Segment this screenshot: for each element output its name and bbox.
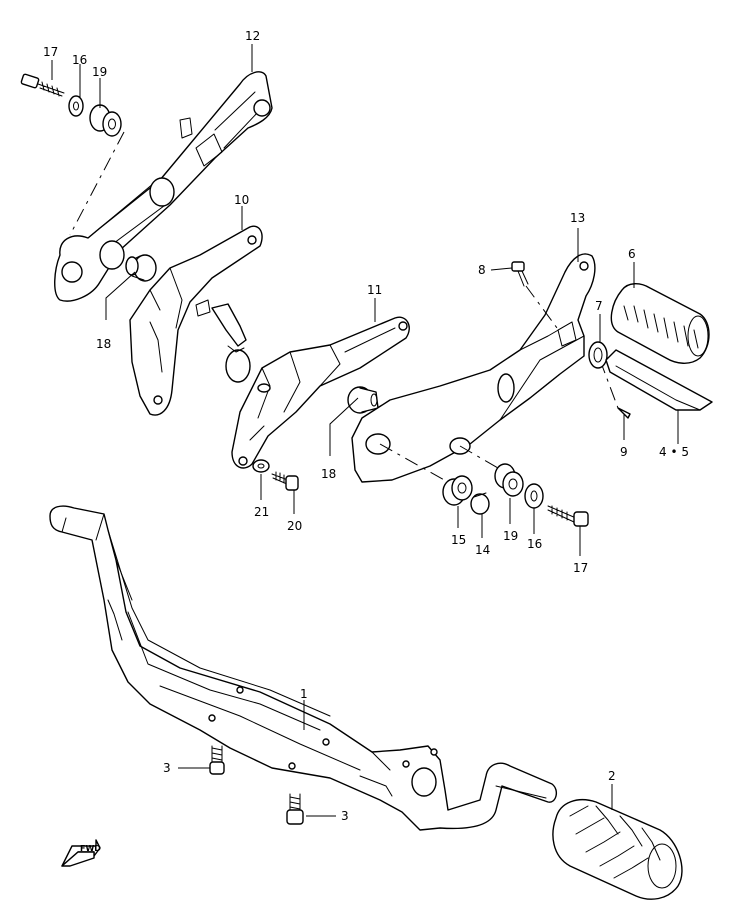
part-10-bracket — [129, 225, 263, 416]
part-12-bracket — [54, 71, 273, 302]
fwd-arrow-icon: FWD — [61, 839, 101, 867]
bolt-3-lower — [286, 793, 304, 825]
callout-16-lower: 16 — [527, 537, 542, 551]
center-line-8 — [525, 285, 561, 333]
bolt-3-upper — [209, 745, 225, 775]
callout-1: 1 — [300, 687, 308, 701]
callout-8: 8 — [478, 263, 486, 277]
callout-6: 6 — [628, 247, 636, 261]
callout-3-upper: 3 — [163, 761, 171, 775]
callout-15: 15 — [451, 533, 466, 547]
callout-17-lower: 17 — [573, 561, 588, 575]
center-line-13c — [599, 359, 619, 409]
callout-16-upper: 16 — [72, 53, 87, 67]
washer-16-upper — [68, 95, 84, 117]
callout-10: 10 — [234, 193, 249, 207]
fwd-label: FWD — [80, 844, 101, 853]
washer-16-lower — [524, 483, 544, 509]
callout-18-upper: 18 — [96, 337, 111, 351]
collar-18-middle — [347, 386, 379, 414]
callout-21: 21 — [254, 505, 269, 519]
callout-labels: 17 16 19 12 18 10 11 18 21 20 8 13 6 7 9… — [43, 29, 689, 823]
washer-21 — [252, 459, 270, 473]
bolt-20 — [271, 471, 299, 491]
callout-3-lower: 3 — [341, 809, 349, 823]
collar-18-upper — [125, 254, 157, 282]
rubber-2 — [552, 799, 683, 900]
callout-4-5: 4 • 5 — [659, 445, 689, 459]
cotter-pin-9 — [617, 407, 631, 419]
part-11-bracket — [231, 316, 410, 469]
footrest-4-5 — [605, 349, 713, 411]
bolt-17-lower — [547, 505, 589, 527]
bolt-17-upper — [20, 73, 65, 97]
callout-14: 14 — [475, 543, 490, 557]
bush-19-lower — [494, 463, 524, 497]
callout-11: 11 — [367, 283, 382, 297]
callout-7: 7 — [595, 299, 603, 313]
bush-19-upper — [89, 104, 122, 137]
callout-9: 9 — [620, 445, 628, 459]
washer-7 — [588, 341, 608, 369]
part-1-frame — [49, 505, 558, 831]
callout-19-lower: 19 — [503, 529, 518, 543]
callout-18-middle: 18 — [321, 467, 336, 481]
callout-20: 20 — [287, 519, 302, 533]
center-line-12 — [69, 131, 125, 236]
callout-13: 13 — [570, 211, 585, 225]
pin-8 — [511, 261, 529, 287]
collar-14 — [470, 492, 490, 515]
center-line-13a — [379, 443, 456, 487]
rubber-6 — [610, 283, 710, 364]
callout-19-upper: 19 — [92, 65, 107, 79]
part-13-bracket — [351, 253, 596, 483]
bush-15 — [442, 475, 473, 506]
callout-17-upper: 17 — [43, 45, 58, 59]
callout-12: 12 — [245, 29, 260, 43]
leader-lines — [51, 44, 679, 817]
callout-2: 2 — [608, 769, 616, 783]
center-line-13b — [459, 445, 506, 473]
